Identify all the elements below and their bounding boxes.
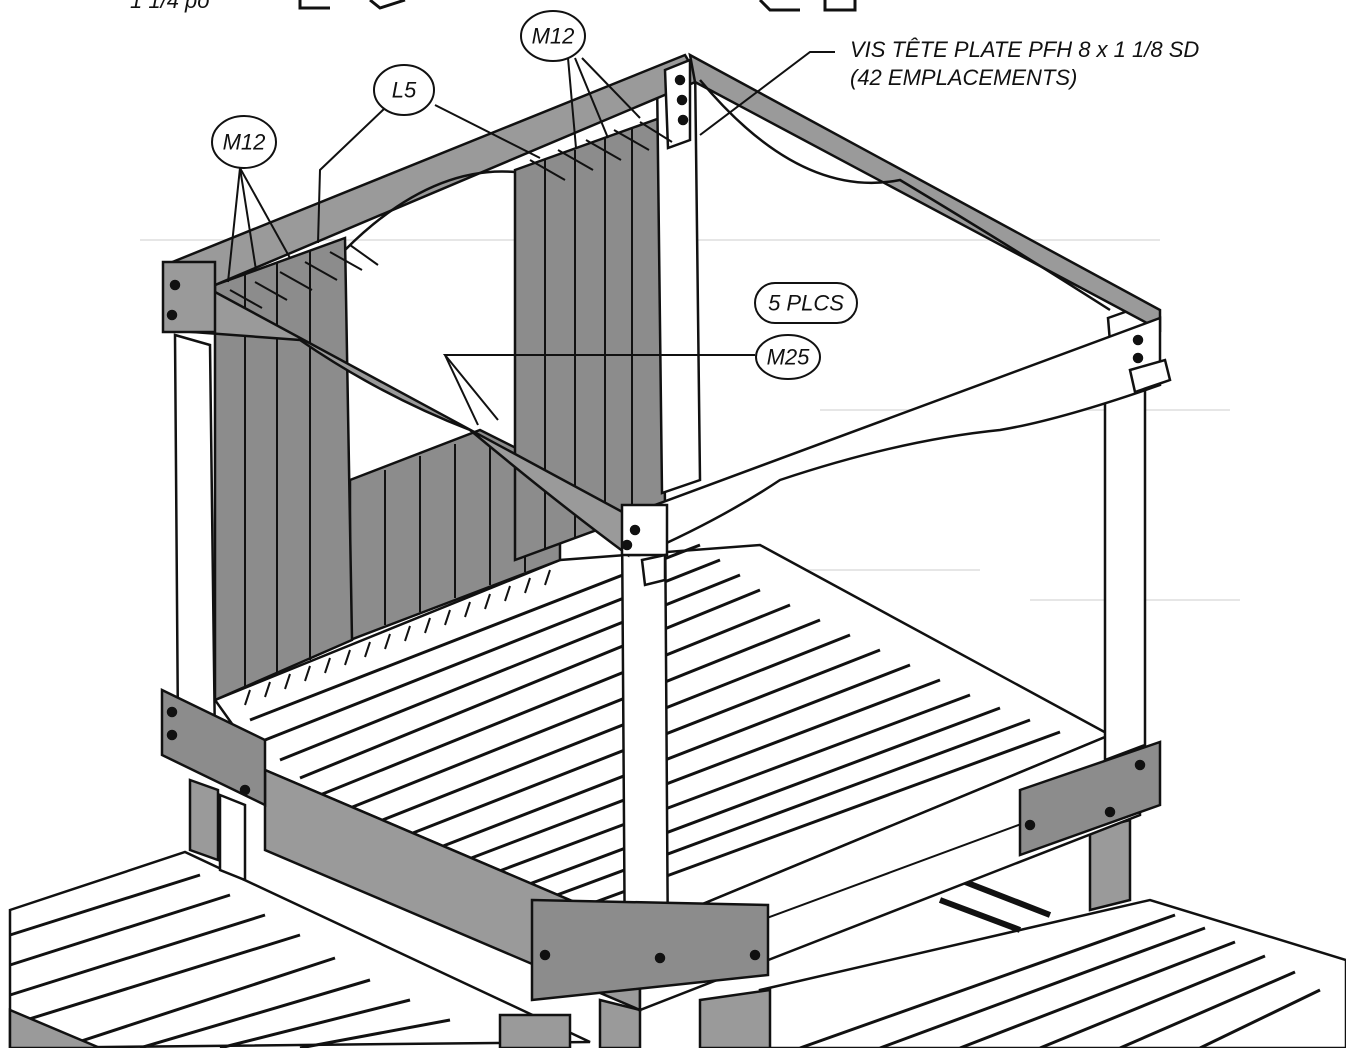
posts	[173, 60, 1150, 977]
callout-l5-text: L5	[392, 78, 417, 103]
lower-legs	[188, 778, 1132, 1048]
screw-note-line1: VIS TÊTE PLATE PFH 8 x 1 1/8 SD	[850, 37, 1199, 62]
deck-screw-row	[244, 569, 551, 706]
callout-m25-text: M25	[767, 345, 811, 370]
callout-plcs: 5 PLCS	[754, 282, 858, 324]
callout-m12-top: M12	[520, 10, 586, 62]
left-wall-panels	[213, 236, 354, 702]
callout-l5: L5	[373, 64, 435, 116]
callout-m12-top-text: M12	[532, 24, 575, 49]
callout-m12-left-text: M12	[223, 130, 266, 155]
panel-screws	[229, 121, 673, 309]
brackets	[640, 58, 1172, 587]
callout-m25: M25	[755, 334, 821, 380]
callout-m12-left: M12	[211, 115, 277, 169]
lower-right-deck	[758, 877, 1346, 1048]
lower-boards	[160, 688, 1162, 1002]
lower-left-deck	[8, 850, 591, 1048]
deck-boards	[249, 543, 1061, 917]
screw-note-line2: (42 EMPLACEMENTS)	[850, 65, 1077, 90]
top-cropped-shapes	[298, 0, 857, 12]
partial-top-label: 1 1/4 po	[130, 0, 210, 13]
leader-lines	[227, 51, 835, 426]
top-frame	[161, 52, 1162, 558]
callout-plcs-text: 5 PLCS	[768, 291, 844, 316]
